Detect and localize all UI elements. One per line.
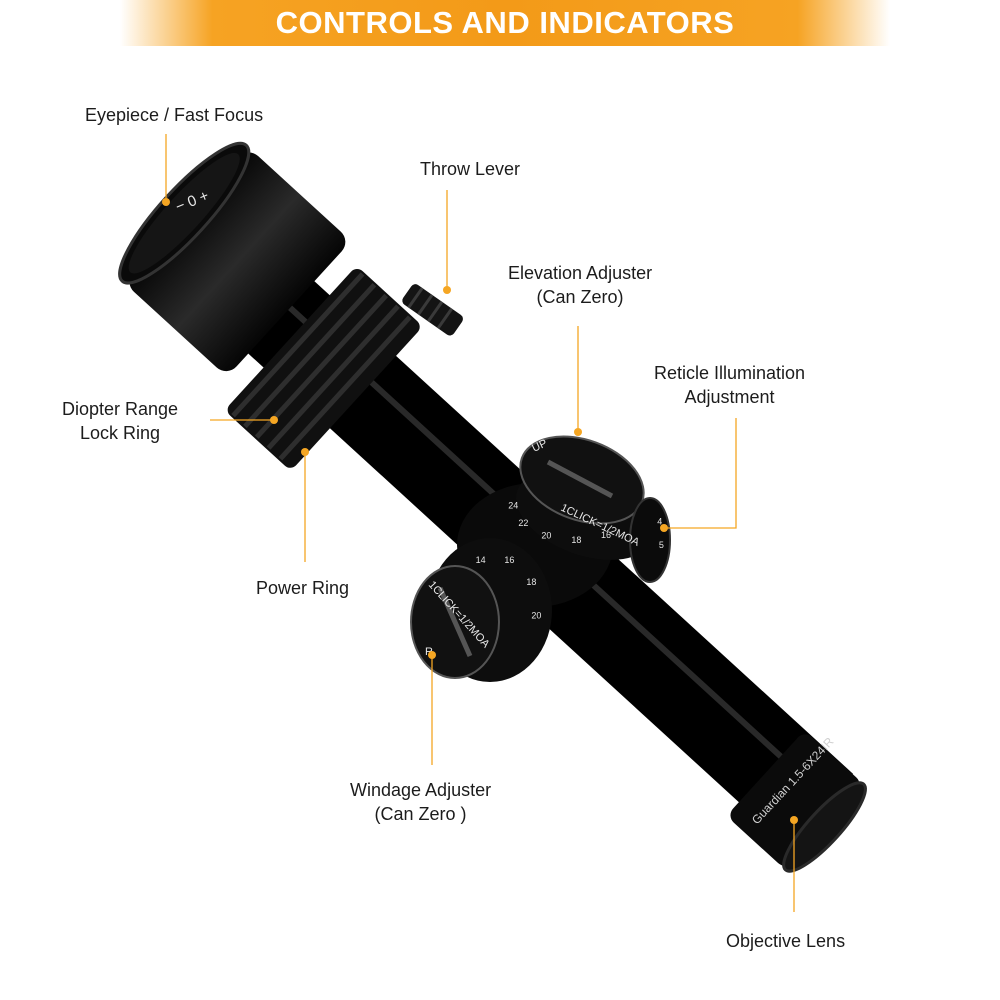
label-diopter-line1: Diopter Range [62,399,179,419]
label-diopter: Diopter Range Lock Ring [62,397,178,445]
label-objective: Objective Lens [726,929,845,953]
label-eyepiece: Eyepiece / Fast Focus [85,103,263,127]
elevation-number: 20 [541,531,551,541]
windage-numbers: 14 16 18 20 [476,555,542,621]
windage-r-mark: R [425,646,433,658]
elevation-turret [515,435,655,560]
label-windage-line2: (Can Zero ) [374,804,467,824]
label-objective-text: Objective Lens [726,931,846,951]
elevation-number: 24 [508,500,518,510]
illumination-number: 4 [657,517,662,527]
label-throw-lever: Throw Lever [420,157,520,181]
windage-number: 14 [476,555,486,565]
leader-lines [165,134,795,912]
label-elevation-line2: (Can Zero) [536,287,624,307]
label-elevation: Elevation Adjuster (Can Zero) [508,261,652,309]
label-elevation-line1: Elevation Adjuster [508,263,653,283]
windage-turret [410,538,552,682]
page-title: CONTROLS AND INDICATORS [275,5,735,40]
illumination-knob [629,497,671,583]
elevation-number: 18 [571,535,581,545]
windage-number: 16 [504,555,514,565]
label-throw-lever-text: Throw Lever [420,159,521,179]
windage-number: 20 [531,611,541,621]
label-reticle-line2: Adjustment [684,387,775,407]
elevation-number: 16 [601,530,611,540]
scope-body: − 0 + UP 1CLICK=1/2MOA 1CLICK=1/2MOA R G… [118,141,867,873]
header-banner: CONTROLS AND INDICATORS [120,0,890,46]
leader-dots [162,198,798,824]
elevation-up-mark: UP [530,437,549,454]
label-power-ring: Power Ring [256,576,349,600]
illumination-numbers: 45 [657,517,664,551]
label-windage: Windage Adjuster (Can Zero ) [350,778,491,826]
leader-reticle [664,418,737,529]
label-eyepiece-text: Eyepiece / Fast Focus [85,105,264,125]
illumination-number: 5 [659,540,664,550]
windage-number: 18 [526,577,536,587]
objective-bell [730,734,867,873]
label-diopter-line2: Lock Ring [80,423,161,443]
label-reticle-line1: Reticle Illumination [654,363,806,383]
elevation-number: 22 [518,518,528,528]
label-power-ring-text: Power Ring [256,578,350,598]
throw-lever [402,284,463,336]
label-windage-line1: Windage Adjuster [350,780,492,800]
label-reticle: Reticle Illumination Adjustment [654,361,805,409]
